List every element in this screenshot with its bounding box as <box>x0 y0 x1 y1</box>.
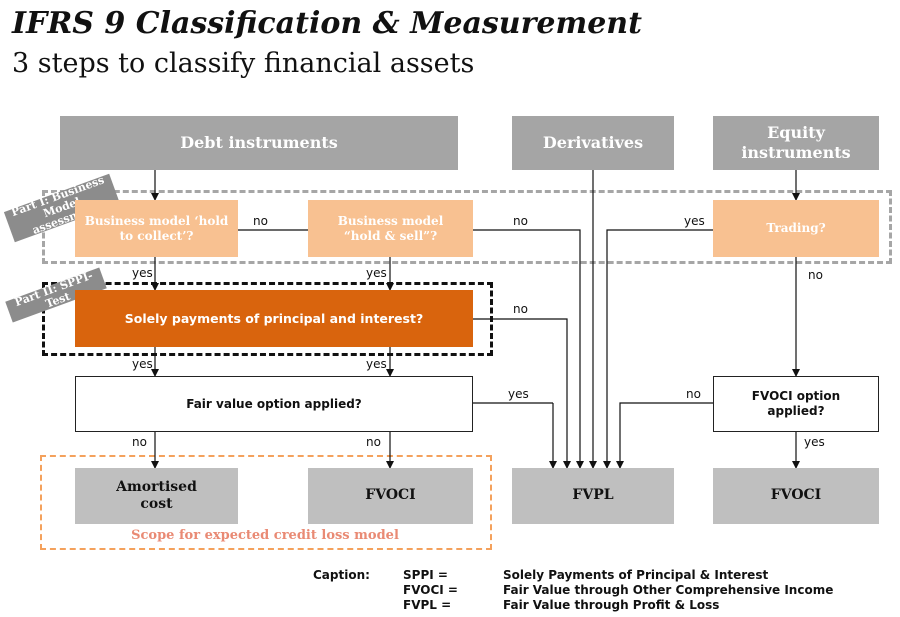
edge-label-htc-yes: yes <box>132 266 153 280</box>
page-subtitle: 3 steps to classify financial assets <box>12 48 475 79</box>
fvoci-debt-node: FVOCI <box>308 468 473 524</box>
arrow-trading-to-fvpl <box>603 229 713 469</box>
edge-label-fvo-no-left: no <box>132 435 147 449</box>
caption-meaning-sppi: Solely Payments of Principal & Interest <box>503 568 769 582</box>
sppi-node: Solely payments of principal and interes… <box>75 290 473 347</box>
caption-abbr-fvoci: FVOCI = <box>403 583 458 597</box>
arrow-hs-to-fvpl <box>473 229 584 469</box>
edge-label-fvo-no-right: no <box>366 435 381 449</box>
debt-instruments-header: Debt instruments <box>60 116 458 170</box>
hold-to-collect-node: Business model ‘hold to collect’? <box>75 200 238 257</box>
fvoci-equity-node: FVOCI <box>713 468 879 524</box>
equity-instruments-header: Equity instruments <box>713 116 879 170</box>
edge-label-htc-no: no <box>253 214 268 228</box>
edge-label-sppi-yes-right: yes <box>366 357 387 371</box>
edge-label-fvocioption-yes: yes <box>804 435 825 449</box>
arrow-fvocioption-to-fvpl <box>616 402 713 469</box>
ecl-scope-region <box>40 455 492 550</box>
fvoci-option-node: FVOCI option applied? <box>713 376 879 432</box>
page-title: IFRS 9 Classification & Measurement <box>12 6 642 41</box>
caption-meaning-fvpl: Fair Value through Profit & Loss <box>503 598 720 612</box>
edge-label-fvocioption-no: no <box>686 387 701 401</box>
ecl-scope-label: Scope for expected credit loss model <box>131 528 399 543</box>
edge-label-hs-no: no <box>513 214 528 228</box>
edge-label-fvo-yes: yes <box>508 387 529 401</box>
caption-abbr-sppi: SPPI = <box>403 568 448 582</box>
fair-value-option-node: Fair value option applied? <box>75 376 473 432</box>
edge-label-sppi-yes-left: yes <box>132 357 153 371</box>
amortised-cost-node: Amortised cost <box>75 468 238 524</box>
caption-label: Caption: <box>313 568 370 582</box>
edge-label-trading-yes: yes <box>684 214 705 228</box>
derivatives-header: Derivatives <box>512 116 674 170</box>
arrow-sppi-to-fvpl <box>473 318 571 469</box>
hold-and-sell-node: Business model “hold & sell”? <box>308 200 473 257</box>
edge-label-trading-no: no <box>808 268 823 282</box>
edge-label-sppi-no: no <box>513 302 528 316</box>
edge-label-hs-yes: yes <box>366 266 387 280</box>
fvpl-node: FVPL <box>512 468 674 524</box>
caption-abbr-fvpl: FVPL = <box>403 598 452 612</box>
trading-node: Trading? <box>713 200 879 257</box>
caption-meaning-fvoci: Fair Value through Other Comprehensive I… <box>503 583 834 597</box>
